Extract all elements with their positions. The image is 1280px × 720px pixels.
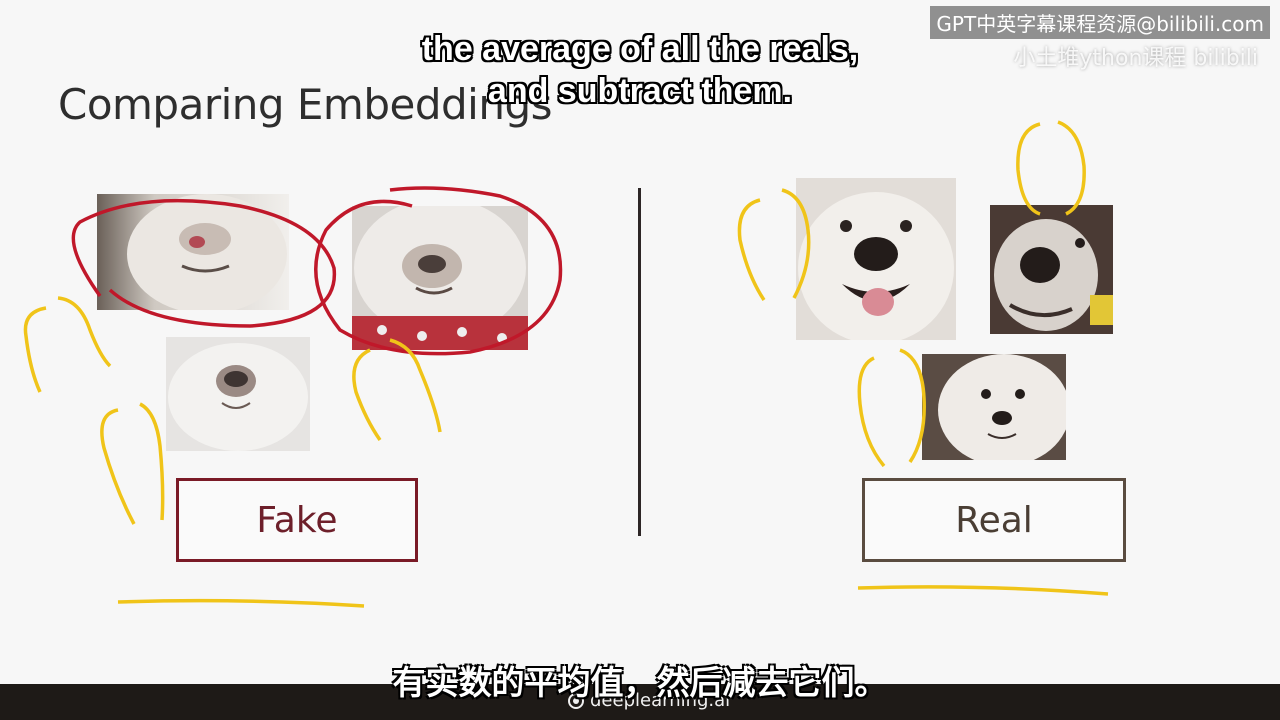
yellow-underline-fake — [117, 598, 365, 608]
chinese-subtitle: 有实数的平均值，然后减去它们。 — [392, 663, 888, 702]
yellow-bracket-annotation-1 — [23, 306, 47, 393]
fake-dog-photo-1 — [97, 194, 289, 310]
english-subtitle-line-2: and subtract them. — [487, 72, 793, 110]
fake-label-box: Fake — [176, 478, 418, 562]
yellow-bracket-annotation-6 — [389, 338, 442, 433]
fake-dog-photo-3 — [166, 337, 310, 451]
footer-brand: deeplearning.ai — [568, 690, 730, 711]
yellow-bracket-annotation-3 — [100, 408, 136, 525]
english-subtitle: the average of all the reals, and subtra… — [0, 28, 1280, 112]
yellow-underline-real — [857, 585, 1109, 596]
fake-dog-photo-2 — [352, 206, 528, 350]
footer-bar — [0, 684, 1280, 720]
footer-brand-text: deeplearning.ai — [590, 690, 731, 711]
real-dog-photo-3 — [922, 354, 1066, 460]
english-subtitle-line-1: the average of all the reals, — [421, 30, 859, 68]
real-dog-photo-1 — [796, 178, 956, 340]
slide: Comparing Embeddings — [0, 6, 1280, 608]
yellow-bracket-annotation-10 — [1057, 120, 1086, 216]
yellow-bracket-annotation-5 — [352, 348, 382, 442]
yellow-bracket-annotation-12 — [899, 348, 926, 463]
yellow-bracket-annotation-9 — [1016, 122, 1041, 216]
watermark-secondary: 小土堆ython课程 bilibili — [1013, 46, 1258, 71]
yellow-bracket-annotation-4 — [139, 402, 165, 521]
watermark-banner: GPT中英字幕课程资源@bilibili.com — [930, 6, 1270, 39]
slide-title: Comparing Embeddings — [58, 80, 553, 129]
vertical-divider — [638, 188, 641, 536]
real-dog-photo-2 — [990, 205, 1113, 334]
real-label-box: Real — [862, 478, 1126, 562]
deeplearning-logo-icon — [568, 692, 584, 709]
yellow-bracket-annotation-11 — [857, 356, 886, 468]
yellow-bracket-annotation-7 — [737, 198, 766, 301]
